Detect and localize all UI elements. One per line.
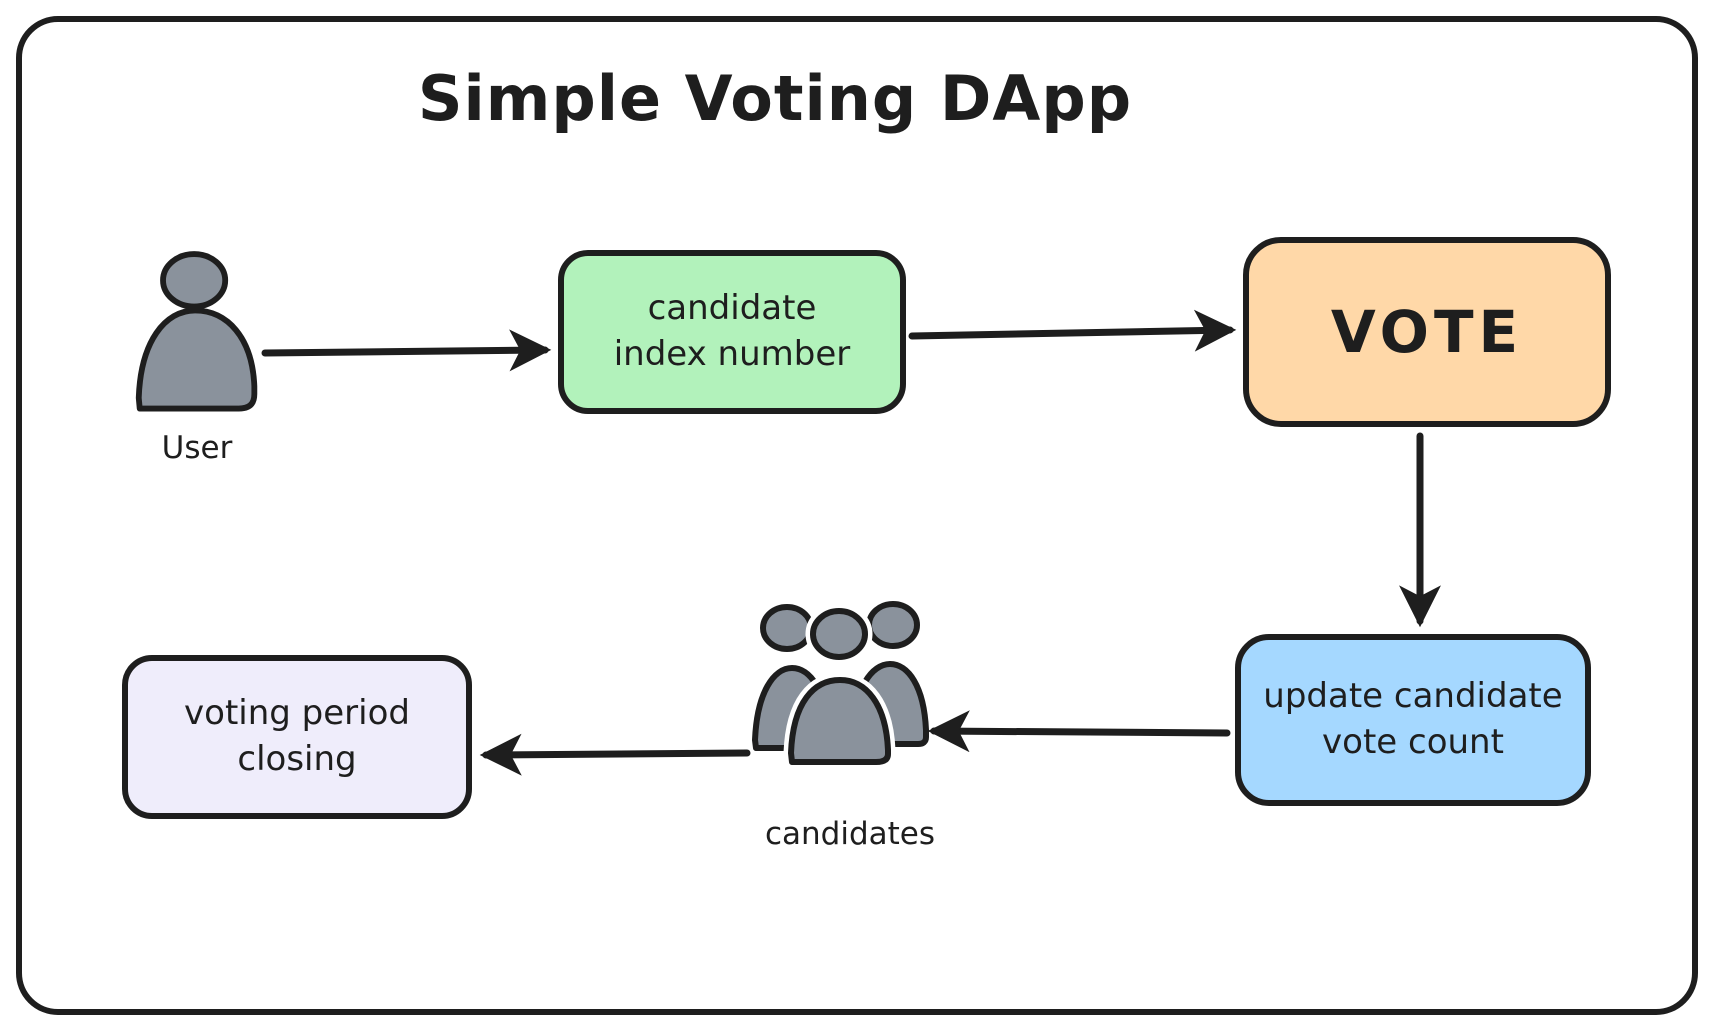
user-label: User	[161, 430, 233, 466]
node-update-count: update candidate vote count	[1235, 634, 1591, 806]
node-update-count-label: update candidate vote count	[1263, 676, 1563, 762]
candidates-label: candidates	[764, 816, 936, 852]
user-figure	[130, 232, 266, 418]
node-candidate-index-label: candidate index number	[613, 288, 851, 374]
node-candidate-index: candidate index number	[558, 250, 906, 414]
person-icon	[135, 251, 258, 412]
node-vote: VOTE	[1243, 237, 1611, 427]
node-voting-period: voting period closing	[122, 655, 472, 819]
diagram-border	[16, 16, 1698, 1015]
diagram-title: Simple Voting DApp	[417, 62, 1133, 135]
node-vote-label: VOTE	[1330, 297, 1524, 366]
people-group-icon	[752, 601, 929, 770]
node-voting-period-label: voting period closing	[184, 693, 410, 779]
candidates-figure	[740, 596, 940, 776]
